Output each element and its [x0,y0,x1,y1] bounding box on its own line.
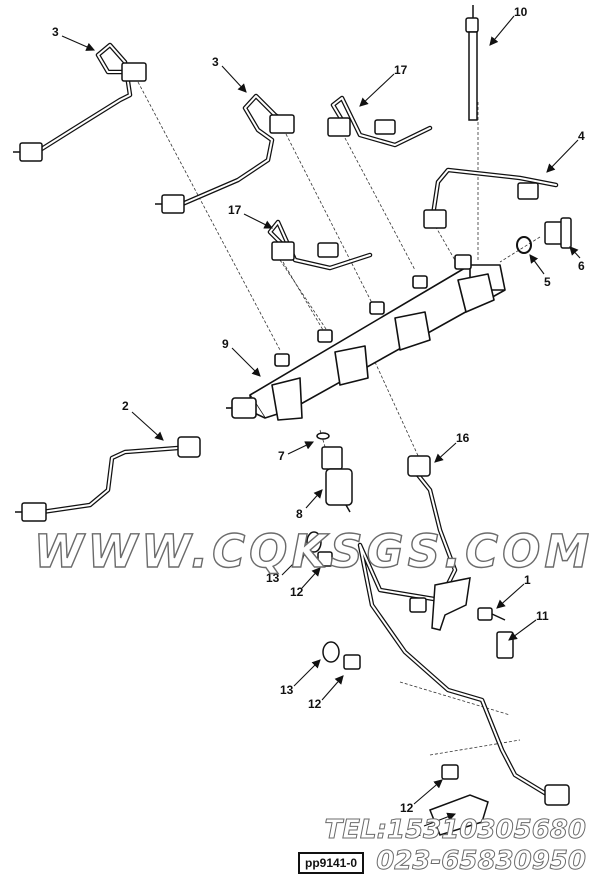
callout-10: 10 [514,5,528,19]
clamp-12c [441,764,459,780]
callout-7: 7 [278,449,285,463]
fuel-line-3a-inner [39,44,131,151]
fuel-line-3a [37,42,133,153]
fitting-nuts-3b [155,114,295,214]
callout-6: 6 [578,259,585,273]
callout-2: 2 [122,399,129,413]
drawing-code: pp9141-0 [298,852,365,874]
fitting-nuts-17b [271,241,339,261]
fitting-nuts-16 [407,455,570,806]
contact-phone: 023-65830950 [376,846,587,877]
fitting-nuts-3a [13,62,147,162]
callout-12c: 12 [400,801,414,815]
clamp-12b [343,654,361,670]
callout-12b: 12 [308,697,322,711]
fitting-nuts-2 [15,436,201,522]
fuel-line-2-inner [41,447,179,513]
fuel-line-4-inner [432,169,557,216]
fitting-nuts-17a [327,117,396,137]
fuel-line-3b-inner [179,95,287,206]
fuel-line-16-inner [359,474,549,796]
clip-13b [322,641,340,663]
callout-4: 4 [578,129,585,143]
fuel-line-17a-inner [332,97,431,146]
callout-8: 8 [296,507,303,521]
callout-16: 16 [456,431,470,445]
clamp-12a [317,551,333,567]
fuel-line-17b-inner [269,221,371,269]
callout-5: 5 [544,275,551,289]
pressure-sensor-8 [321,446,353,513]
seal-ring-5 [516,236,532,254]
callout-1b: 1 [414,825,421,839]
fitting-nuts-4 [423,182,539,229]
callout-11: 11 [536,609,549,623]
fuel-rail-9 [226,254,506,421]
clamp-bracket-1b [429,794,489,836]
watermark: WWW.CQKSGS.COM [33,524,594,578]
clamp-bracket-1a [409,577,471,631]
callout-17a: 17 [394,63,408,77]
callout-13b: 13 [280,683,294,697]
bolt-10 [465,5,479,121]
callout-13a: 13 [266,571,280,585]
callout-17b: 17 [228,203,242,217]
callouts [61,15,581,827]
fuel-line-16 [357,472,551,798]
callout-9: 9 [222,337,229,351]
callout-numbers: 3 3 10 17 4 17 6 5 9 2 16 7 8 13 12 1 11… [52,5,585,839]
plug-6 [544,217,572,249]
callout-1a: 1 [524,573,531,587]
callout-3a: 3 [52,25,59,39]
seal-7 [316,432,330,440]
contact-tel: TEL:15310305680 [324,815,586,846]
bolt-11 [477,607,514,659]
callout-12a: 12 [290,585,304,599]
callout-3b: 3 [212,55,219,69]
clip-13a [306,531,322,553]
